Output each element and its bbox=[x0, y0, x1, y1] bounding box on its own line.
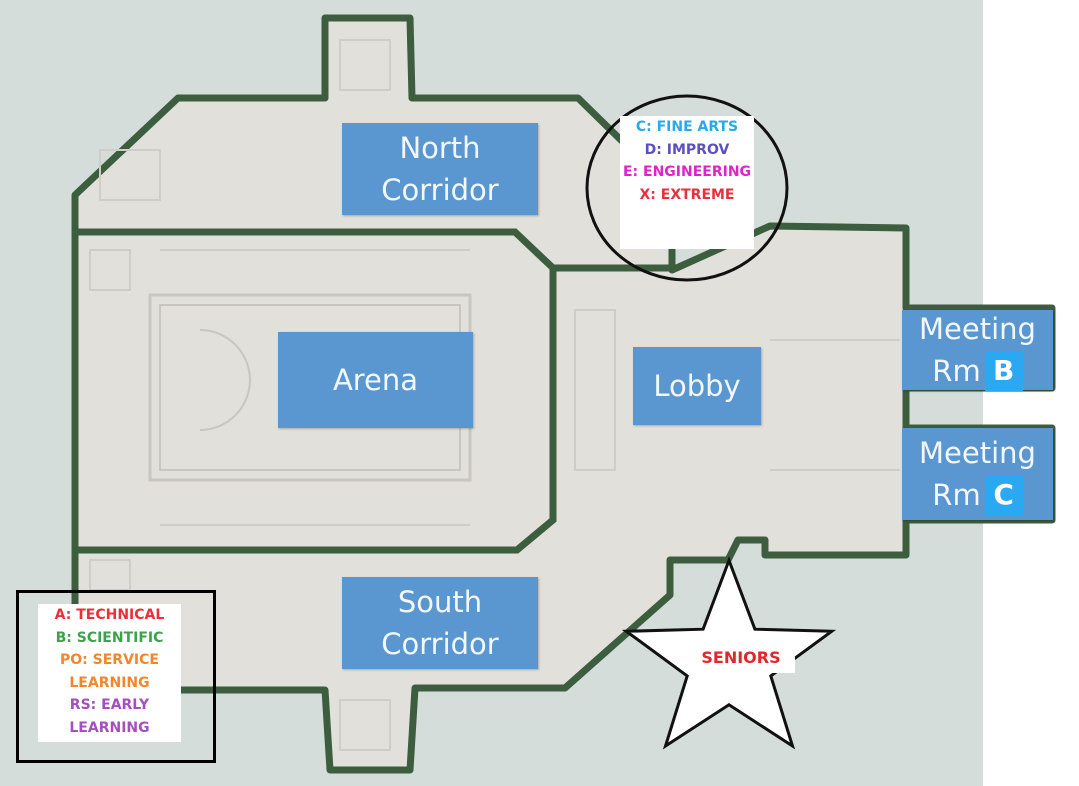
lobby-label: Lobby bbox=[653, 369, 741, 403]
north-corridor: North Corridor bbox=[342, 123, 538, 215]
legend-bottom-frame bbox=[16, 590, 216, 763]
legend-bottom-item: B: SCIENTIFIC bbox=[55, 629, 164, 646]
legend-top-item: X: EXTREME bbox=[639, 186, 735, 203]
south-corridor-line2: Corridor bbox=[381, 627, 499, 661]
arena: Arena bbox=[278, 332, 473, 428]
meeting-b-badge: B bbox=[984, 351, 1023, 391]
legend-bottom-item: LEARNING bbox=[69, 674, 150, 691]
meeting-b-rm: Rm bbox=[932, 354, 981, 388]
north-corridor-line2: Corridor bbox=[381, 173, 499, 207]
legend-top-item: D: IMPROV bbox=[644, 141, 730, 158]
legend-bottom-item: LEARNING bbox=[69, 719, 150, 736]
south-corridor-line1: South bbox=[397, 585, 483, 619]
court-key bbox=[199, 329, 251, 431]
north-corridor-line1: North bbox=[399, 131, 481, 165]
legend-bottom-item: PO: SERVICE bbox=[60, 652, 159, 668]
legend-top-item: E: ENGINEERING bbox=[622, 164, 752, 180]
legend-bottom-item: A: TECHNICAL bbox=[54, 607, 165, 623]
arena-wall bbox=[75, 228, 557, 554]
legend-bottom-item: RS: EARLY bbox=[69, 697, 150, 713]
meeting-c-line1: Meeting bbox=[919, 436, 1036, 470]
meeting-c-rm: Rm bbox=[932, 478, 981, 512]
meeting-c-badge: C bbox=[984, 475, 1023, 515]
arena-label: Arena bbox=[332, 363, 419, 397]
highlight-circle bbox=[585, 94, 789, 282]
legend-top-item: C: FINE ARTS bbox=[635, 119, 739, 135]
legend-bottom: A: TECHNICAL B: SCIENTIFIC PO: SERVICE L… bbox=[38, 604, 181, 742]
meeting-b-line1: Meeting bbox=[919, 312, 1036, 346]
lobby: Lobby bbox=[633, 347, 761, 425]
room-details bbox=[89, 39, 900, 751]
legend-top: C: FINE ARTS D: IMPROV E: ENGINEERING X:… bbox=[620, 116, 754, 249]
south-corridor: South Corridor bbox=[342, 577, 538, 669]
building-outline bbox=[71, 14, 1056, 774]
seniors-label: SENIORS bbox=[687, 643, 795, 673]
